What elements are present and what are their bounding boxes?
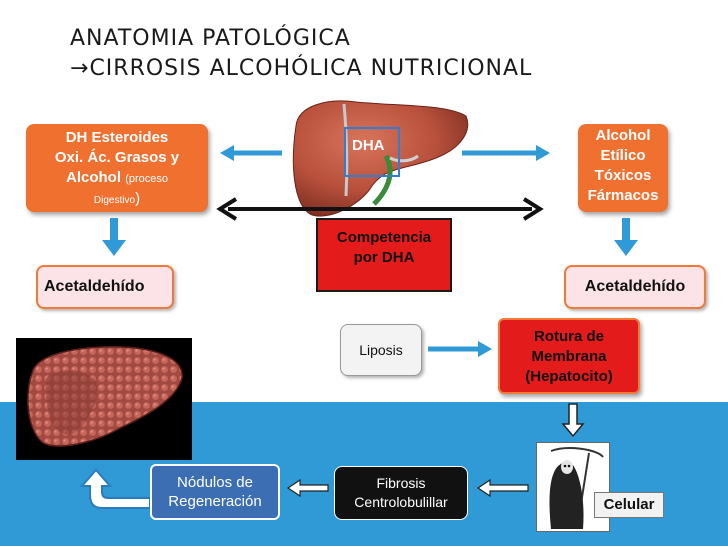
source-left-line-4: Digestivo) (26, 189, 208, 211)
source-box-left: DH Esteroides Oxi. Ác. Grasos y Alcohol … (26, 124, 208, 212)
source-left-alcohol: Alcohol (66, 169, 122, 186)
arrow-down-right (614, 218, 638, 256)
rotura-line-3: (Hepatocito) (525, 368, 613, 385)
title-line-2: →CIRROSIS ALCOHÓLICA NUTRICIONAL (70, 54, 532, 84)
source-right-line-3: Tóxicos (594, 167, 652, 184)
source-left-line-2: Oxi. Ác. Grasos y (54, 149, 180, 166)
source-left-paren: ) (135, 190, 141, 207)
title-line-2-text: CIRROSIS ALCOHÓLICA NUTRICIONAL (89, 56, 533, 81)
title-arrow-icon: → (70, 56, 90, 81)
title-line-1: ANATOMIA PATOLÓGICA (70, 26, 351, 51)
arrow-left-to-source (220, 145, 282, 161)
source-left-proceso: (proceso (125, 173, 168, 185)
dha-label: DHA (344, 127, 400, 177)
outline-arrow-left-1 (476, 478, 529, 498)
acetaldehido-right: Acetaldehído (564, 265, 706, 309)
arrow-down-left (102, 218, 126, 256)
liver-illustration (292, 100, 468, 217)
competencia-box: Competencia por DHA (316, 218, 452, 292)
uturn-arrow (79, 468, 151, 509)
nodulos-line-2: Regeneración (168, 493, 262, 510)
slide-title: ANATOMIA PATOLÓGICA →CIRROSIS ALCOHÓLICA… (70, 24, 532, 84)
grim-reaper-drawing (549, 447, 604, 530)
grim-reaper-illustration (536, 442, 610, 532)
outline-arrow-down (561, 403, 585, 438)
double-arrow-competition (216, 197, 544, 221)
liposis-box: Liposis (340, 324, 422, 376)
arrow-right-to-source (462, 145, 550, 161)
cirrhotic-liver-drawing (27, 346, 183, 447)
source-left-line-3: Alcohol (proceso (26, 168, 208, 189)
acetaldehido-left: Acetaldehído (36, 265, 174, 309)
fibrosis-line-1: Fibrosis (376, 475, 426, 491)
source-right-line-1: Alcohol (595, 127, 651, 144)
fibrosis-line-2: Centrolobulillar (354, 494, 448, 510)
arrow-liposis-to-rotura (428, 341, 492, 357)
rotura-line-1: Rotura de (533, 328, 604, 345)
source-right-line-2: Etílico (600, 147, 646, 164)
fibrosis-box: Fibrosis Centrolobulillar (334, 466, 468, 520)
cirrhotic-liver-photo (16, 338, 192, 460)
outline-arrow-left-2 (286, 478, 329, 498)
source-left-line-1: DH Esteroides (65, 129, 169, 146)
source-box-right: Alcohol Etílico Tóxicos Fármacos (578, 124, 668, 212)
source-right-line-4: Fármacos (587, 187, 659, 204)
source-left-digestivo: Digestivo (93, 195, 136, 206)
nodulos-line-1: Nódulos de (177, 474, 253, 491)
rotura-box: Rotura de Membrana (Hepatocito) (498, 318, 640, 394)
nodulos-box: Nódulos de Regeneración (150, 464, 280, 520)
rotura-line-2: Membrana (531, 348, 607, 365)
celular-label: Celular (594, 492, 664, 518)
